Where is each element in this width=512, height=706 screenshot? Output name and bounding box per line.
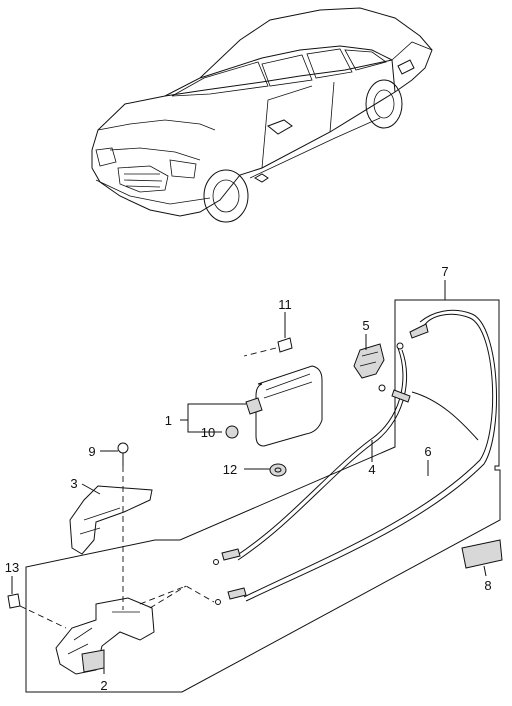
assembly-outline xyxy=(25,299,501,693)
screw-11 xyxy=(243,312,293,357)
release-bracket xyxy=(353,343,385,379)
label-pad-8 xyxy=(461,539,503,569)
car-illustration xyxy=(91,7,433,223)
release-lever xyxy=(55,597,155,675)
lever-cover xyxy=(69,485,153,555)
callout-6: 6 xyxy=(424,444,431,459)
callout-12: 12 xyxy=(223,462,237,477)
fuel-filler-door xyxy=(245,365,323,447)
clip-10 xyxy=(225,425,239,439)
callout-4: 4 xyxy=(368,462,375,477)
callout-10: 10 xyxy=(201,425,215,440)
callout-labels: 1 2 3 4 5 6 7 8 9 10 11 12 13 xyxy=(5,264,492,693)
callout-1: 1 xyxy=(165,413,172,428)
callout-8: 8 xyxy=(484,578,491,593)
callout-2: 2 xyxy=(100,678,107,693)
callout-3: 3 xyxy=(70,476,77,491)
grommet-12 xyxy=(269,463,287,477)
callout-7: 7 xyxy=(441,264,448,279)
callout-13: 13 xyxy=(5,560,19,575)
bolt-13 xyxy=(7,593,67,629)
callout-11: 11 xyxy=(278,297,292,312)
cables xyxy=(213,309,497,605)
callout-5: 5 xyxy=(362,318,369,333)
callout-9: 9 xyxy=(88,444,95,459)
leader-lines xyxy=(11,280,487,674)
assembly-lines xyxy=(122,466,215,610)
screw-9 xyxy=(117,442,129,466)
